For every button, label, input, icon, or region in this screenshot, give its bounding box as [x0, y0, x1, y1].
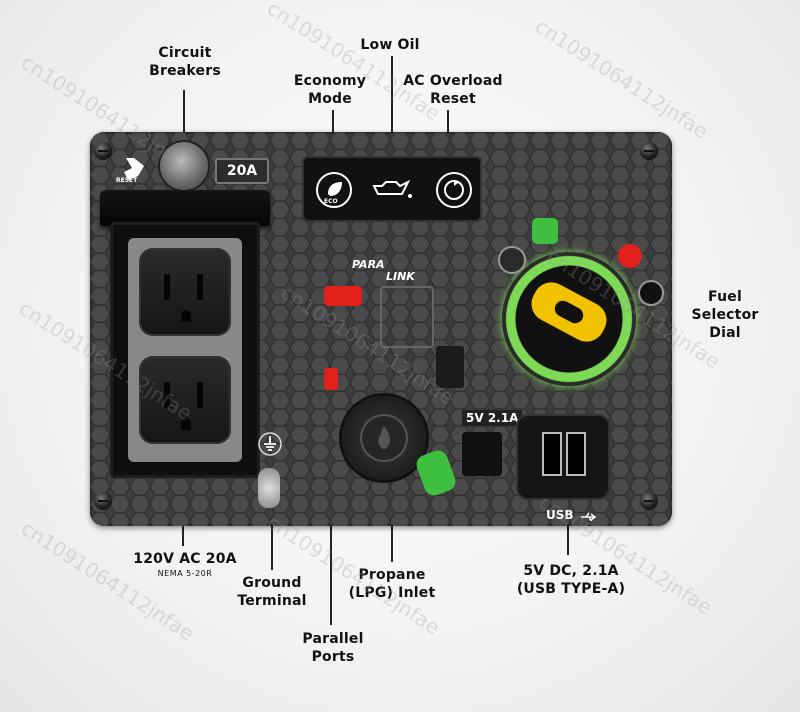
- ground-terminal-post[interactable]: [258, 468, 280, 508]
- outlet-socket-bottom[interactable]: [139, 356, 231, 444]
- fuel-selector-dial[interactable]: [502, 252, 636, 386]
- fuel-gasoline-icon: [618, 244, 642, 268]
- ground-symbol-icon: [258, 432, 282, 460]
- overload-reset-icon[interactable]: [436, 172, 472, 208]
- usb-rating-label: 5V 2.1A: [462, 410, 523, 426]
- control-panel: RESET 20A ECO PARA LINK: [90, 132, 672, 526]
- parallel-port-red[interactable]: [324, 286, 362, 306]
- outlet-cover-flap[interactable]: [100, 190, 270, 226]
- fuel-stop-icon: [638, 280, 664, 306]
- nema-label: NEMA 5-20R: [157, 569, 213, 578]
- usb-label: USB: [546, 508, 574, 522]
- parallel-port-cover[interactable]: [380, 286, 434, 348]
- circuit-breakers-callout: Circuit Breakers: [149, 45, 221, 79]
- fuel-propane-icon: [532, 218, 558, 244]
- propane-flame-icon: [360, 414, 408, 462]
- circuit-breaker-button[interactable]: [160, 142, 208, 190]
- parallel-ports-callout: Parallel Ports: [302, 631, 364, 665]
- propane-inlet-callout: Propane (LPG) Inlet: [348, 567, 436, 601]
- screw-bottom-left: [94, 492, 112, 510]
- screw-top-left: [94, 142, 112, 160]
- oil-can-icon: [372, 178, 412, 204]
- ac-overload-reset-callout: AC Overload Reset: [403, 73, 503, 107]
- reset-hand-icon: [116, 152, 156, 190]
- fuel-selector-dial-callout: Fuel Selector Dial: [691, 289, 759, 341]
- outlet-socket-top[interactable]: [139, 248, 231, 336]
- fuel-selector-knob[interactable]: [525, 276, 613, 348]
- usb-spec-callout: 5V DC, 2.1A (USB TYPE-A): [516, 563, 626, 597]
- usb-trident-icon: [580, 508, 598, 526]
- eco-label: ECO: [324, 198, 338, 205]
- usb-port-housing: [516, 414, 610, 500]
- low-oil-callout: Low Oil: [360, 37, 420, 53]
- ground-terminal-callout: Ground Terminal: [237, 575, 307, 609]
- breaker-rating-badge: 20A: [215, 158, 269, 184]
- outlet-housing: [110, 222, 260, 478]
- parallel-port-black[interactable]: [436, 346, 464, 388]
- paralink-top-label: PARA: [352, 258, 385, 271]
- screw-bottom-right: [640, 492, 658, 510]
- paralink-bottom-label: LINK: [386, 270, 415, 283]
- parallel-port-red-lower[interactable]: [324, 368, 338, 390]
- screw-top-right: [640, 142, 658, 160]
- outlet-120v-label: 120V AC 20A: [133, 551, 237, 567]
- indicator-strip: ECO: [302, 156, 482, 222]
- usb-port-1[interactable]: [542, 432, 562, 476]
- propane-inlet-cap[interactable]: [342, 396, 426, 480]
- reset-label: RESET: [116, 177, 138, 184]
- fuel-off-icon: [498, 246, 526, 274]
- outlet-120v-callout: 120V AC 20A NEMA 5-20R: [130, 550, 240, 580]
- economy-mode-callout: Economy Mode: [293, 73, 367, 107]
- usb-cover-flap[interactable]: [462, 432, 502, 476]
- eco-leaf-icon[interactable]: [316, 172, 352, 208]
- usb-port-2[interactable]: [566, 432, 586, 476]
